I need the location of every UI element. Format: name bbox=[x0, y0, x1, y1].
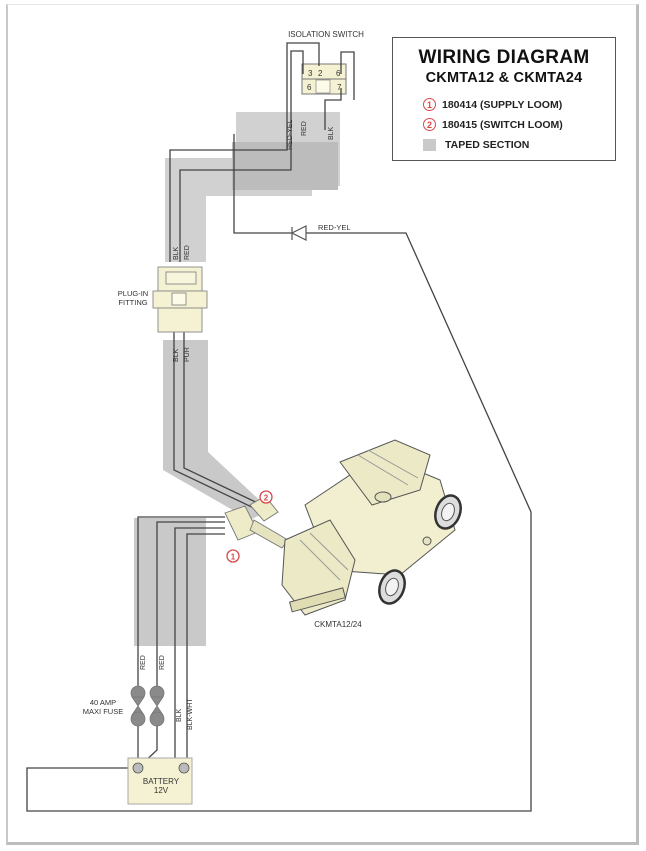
loom-marker-1-text: 1 bbox=[231, 553, 236, 562]
label-upper-red: RED bbox=[184, 245, 191, 260]
switch-terminal-6b: 6 bbox=[307, 83, 312, 92]
taped-swatch-icon bbox=[423, 139, 436, 151]
battery-label-2: 12V bbox=[154, 786, 169, 795]
legend-subtitle: CKMTA12 & CKMTA24 bbox=[425, 70, 583, 86]
diode-label: RED-YEL bbox=[318, 223, 351, 232]
loom-marker-2-text: 2 bbox=[264, 494, 269, 503]
taped-section-lower bbox=[163, 340, 270, 520]
legend-item-supply-loom: 1 180414 (SUPPLY LOOM) bbox=[423, 98, 562, 111]
legend: WIRING DIAGRAM CKMTA12 & CKMTA24 1 18041… bbox=[392, 37, 616, 161]
switch-terminal-3: 3 bbox=[308, 69, 313, 78]
fuse-label-1: 40 AMP bbox=[90, 698, 116, 707]
loom-connectors bbox=[224, 495, 289, 549]
legend-item-label: 180415 (SWITCH LOOM) bbox=[442, 118, 563, 131]
switch-terminal-6a: 6 bbox=[336, 69, 341, 78]
wire-red-yel-return bbox=[26, 232, 532, 812]
taped-section-switch-inner bbox=[232, 142, 338, 190]
label-battery-blk-wht: BLK-WHT bbox=[187, 698, 194, 730]
wire-supply-2 bbox=[156, 521, 225, 690]
battery-label-1: BATTERY bbox=[143, 777, 180, 786]
legend-item-taped-section: TAPED SECTION bbox=[423, 139, 529, 151]
wire-switch-7 bbox=[324, 88, 342, 130]
isolation-switch[interactable]: ISOLATION SWITCH 3 2 6 6 7 bbox=[288, 30, 364, 95]
fuse-label-2: MAXI FUSE bbox=[83, 707, 123, 716]
battery-terminal-negative bbox=[178, 762, 190, 774]
plug-in-fitting[interactable]: PLUG-IN FITTING bbox=[118, 266, 208, 333]
loom-marker-2: 2 bbox=[259, 490, 273, 504]
switch-terminal-7: 7 bbox=[337, 83, 342, 92]
battery[interactable]: BATTERY 12V bbox=[127, 757, 193, 805]
wire-supply-1 bbox=[137, 516, 225, 690]
fuse-2 bbox=[149, 685, 165, 727]
plug-in-label-2: FITTING bbox=[118, 298, 147, 307]
compressor-illustration[interactable] bbox=[281, 439, 465, 616]
legend-item-switch-loom: 2 180415 (SWITCH LOOM) bbox=[423, 118, 563, 131]
fuse-1 bbox=[130, 685, 146, 727]
wire-blk-lower bbox=[173, 332, 259, 511]
wire-red-yel-diode bbox=[233, 134, 293, 234]
label-battery-blk: BLK bbox=[176, 708, 183, 722]
plug-in-label-1: PLUG-IN bbox=[118, 289, 148, 298]
taped-section-battery bbox=[134, 518, 206, 646]
isolation-switch-label: ISOLATION SWITCH bbox=[288, 30, 364, 39]
battery-terminal-positive bbox=[132, 762, 144, 774]
label-red: RED bbox=[301, 121, 308, 136]
label-red-yel: RED-YEL bbox=[287, 120, 294, 150]
marker-2-icon: 2 bbox=[423, 118, 436, 131]
switch-terminal-2: 2 bbox=[318, 69, 323, 78]
wire-blk-switch bbox=[340, 51, 355, 100]
marker-1-icon: 1 bbox=[423, 98, 436, 111]
wire-red-switch bbox=[179, 50, 304, 262]
label-lower-blk: BLK bbox=[173, 348, 180, 362]
wires bbox=[26, 42, 532, 812]
wire-labels: RED-YEL RED BLK BLK RED BLK PUR RED RED … bbox=[140, 120, 335, 730]
legend-title: WIRING DIAGRAM bbox=[418, 47, 590, 68]
wire-red-yel-switch bbox=[169, 42, 320, 262]
loom-marker-1: 1 bbox=[226, 549, 240, 563]
legend-item-label: TAPED SECTION bbox=[445, 139, 530, 151]
wire-pur-lower bbox=[183, 332, 265, 507]
maxi-fuses[interactable] bbox=[130, 685, 165, 727]
legend-item-label: 180414 (SUPPLY LOOM) bbox=[442, 98, 563, 111]
label-blk: BLK bbox=[328, 126, 335, 140]
compressor-label: CKMTA12/24 bbox=[314, 620, 362, 629]
label-upper-blk: BLK bbox=[173, 246, 180, 260]
label-battery-red-1: RED bbox=[140, 655, 147, 670]
wire-supply-4 bbox=[186, 533, 225, 768]
diode-icon: RED-YEL bbox=[290, 223, 351, 241]
label-battery-red-2: RED bbox=[159, 655, 166, 670]
label-lower-pur: PUR bbox=[184, 347, 191, 362]
